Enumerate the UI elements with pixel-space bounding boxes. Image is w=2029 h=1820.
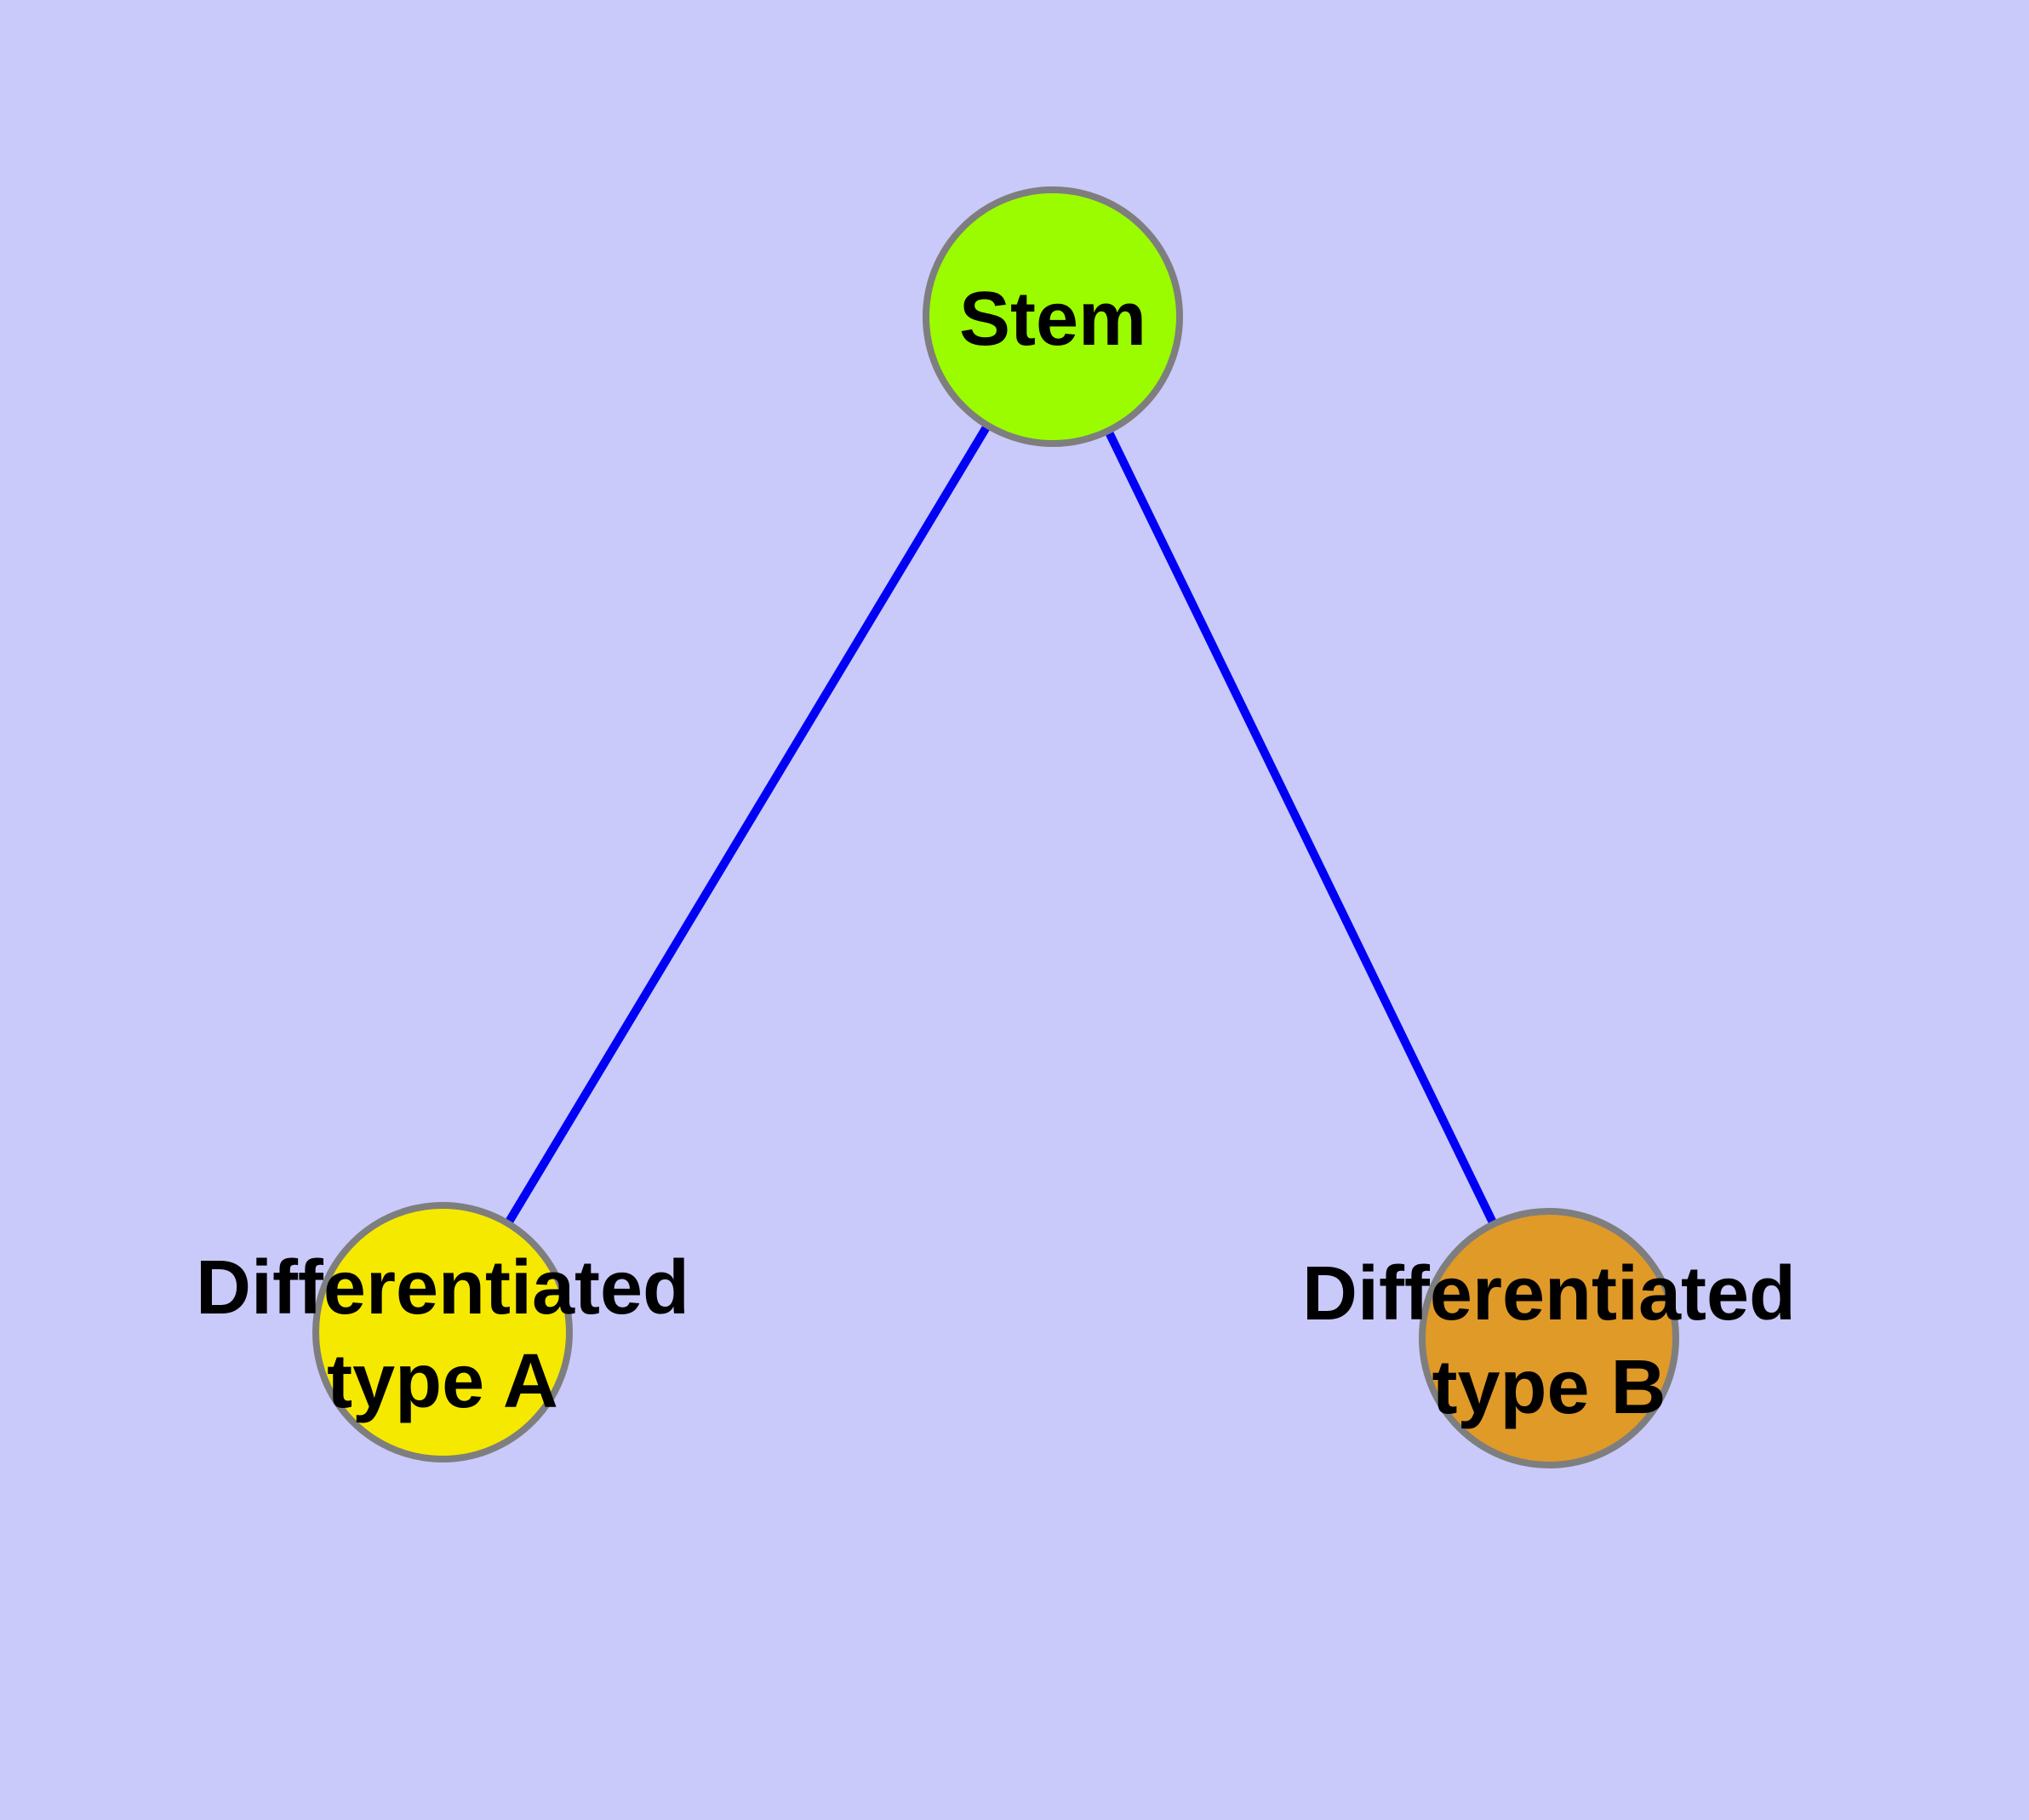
node-label-differentiated-type-b-line-2: type B [1432, 1345, 1666, 1430]
edges-layer [438, 314, 1553, 1341]
node-circle-stem [923, 186, 1183, 447]
edge-stem-to-differentiated-type-b [1049, 314, 1553, 1341]
node-label-differentiated-type-a-line-1: Differentiated [196, 1245, 689, 1331]
edge-stem-to-differentiated-type-a [438, 314, 1057, 1335]
node-stem: Stem [923, 186, 1183, 447]
node-circle-differentiated-type-a [312, 1202, 573, 1462]
node-label-differentiated-type-a-line-2: type A [327, 1339, 558, 1424]
node-label-differentiated-type-b-line-1: Differentiated [1302, 1251, 1796, 1336]
node-label-stem-line-1: Stem [959, 277, 1146, 362]
node-differentiated-type-b: Differentiated type B [1302, 1208, 1796, 1468]
node-circle-differentiated-type-b [1419, 1208, 1679, 1468]
